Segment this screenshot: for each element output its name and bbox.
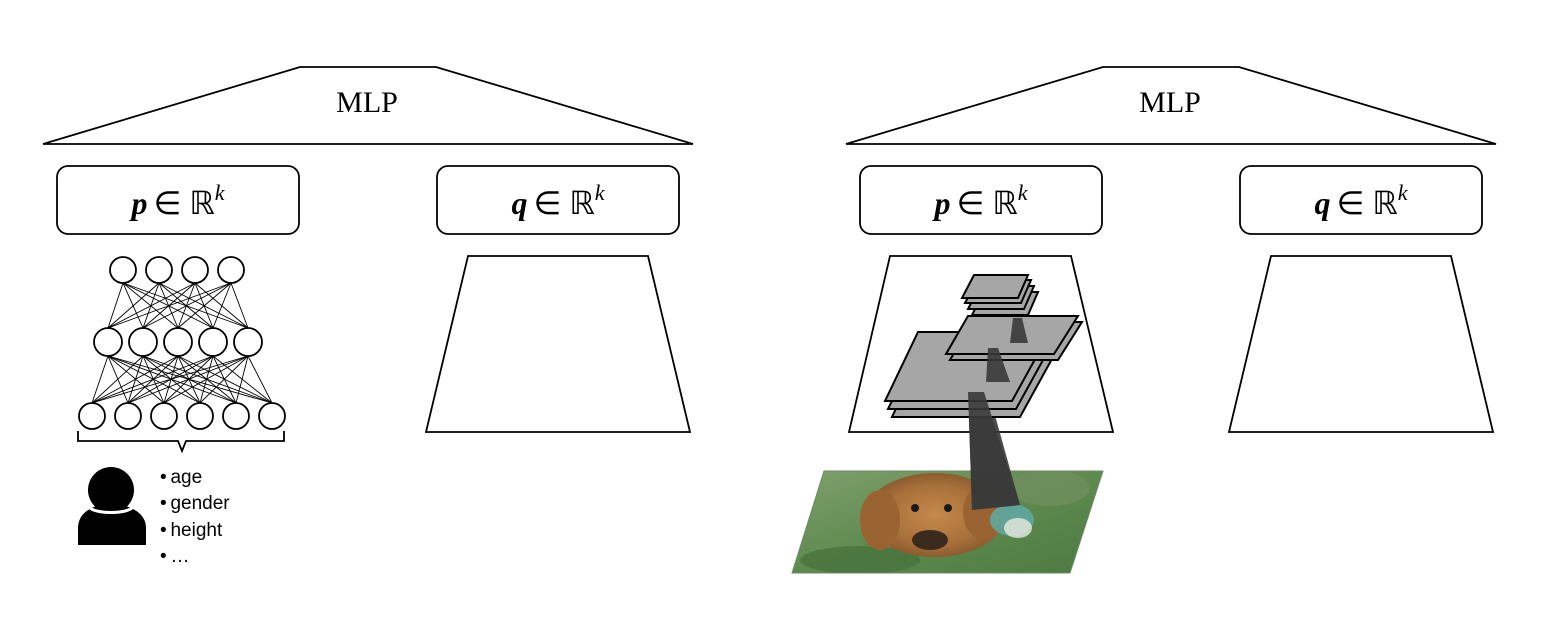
- p-encoder-trapezoid: [847, 255, 1115, 433]
- p-vector-box: p∈ ℝk: [859, 165, 1103, 235]
- network-edge: [235, 355, 249, 404]
- network-node: [150, 402, 178, 430]
- mlp-block: MLP: [42, 66, 694, 145]
- neural-network-icon: [78, 256, 286, 430]
- mlp-label: MLP: [336, 86, 398, 119]
- p-vector-label: p∈ ℝk: [129, 180, 226, 221]
- mlp-trapezoid: [845, 66, 1497, 145]
- network-edge: [107, 282, 160, 329]
- network-edge: [122, 282, 179, 329]
- left-panel: MLP p∈ ℝk q∈ ℝk • age • gender • height …: [42, 66, 694, 567]
- cnn-layers-icon: [883, 274, 1084, 510]
- cnn-connector: [986, 348, 1010, 382]
- network-edge: [142, 282, 232, 329]
- network-edge: [107, 282, 196, 329]
- network-node: [78, 402, 106, 430]
- attribute-list: • age • gender • height • …: [160, 467, 230, 567]
- brace-icon: [77, 431, 285, 454]
- network-edge: [91, 355, 109, 404]
- network-node: [114, 402, 142, 430]
- person-icon: [78, 467, 146, 545]
- mlp-trapezoid: [42, 66, 694, 145]
- cnn-connector: [968, 392, 1020, 510]
- network-node: [93, 327, 123, 357]
- attribute-item: • age: [160, 467, 202, 488]
- network-edge: [230, 282, 249, 329]
- q-encoder-trapezoid: [1227, 255, 1495, 433]
- network-edge: [127, 355, 249, 404]
- network-edge: [91, 355, 249, 404]
- network-edge: [194, 282, 249, 329]
- network-edge: [107, 282, 124, 329]
- network-edge: [212, 282, 232, 329]
- q-vector-box: q∈ ℝk: [436, 165, 680, 235]
- network-edge: [177, 355, 237, 404]
- network-edge: [122, 282, 214, 329]
- q-vector-label: q∈ ℝk: [1315, 180, 1409, 221]
- dog-photo-icon: [792, 471, 1103, 573]
- p-box-frame: [859, 165, 1103, 235]
- network-edge: [91, 355, 179, 404]
- cnn-layer: [960, 274, 1030, 299]
- network-edge: [247, 355, 273, 404]
- q-vector-label: q∈ ℝk: [512, 180, 606, 221]
- network-edge: [107, 282, 232, 329]
- network-edge: [91, 355, 214, 404]
- network-edge: [107, 355, 201, 404]
- mlp-label: MLP: [1139, 86, 1201, 119]
- right-panel: MLP p∈ ℝk q∈ ℝk: [791, 66, 1497, 574]
- network-edge: [91, 355, 144, 404]
- mlp-block: MLP: [845, 66, 1497, 145]
- network-node: [186, 402, 214, 430]
- network-node: [198, 327, 228, 357]
- q-encoder-trapezoid: [424, 255, 692, 433]
- network-node: [222, 402, 250, 430]
- network-edge: [107, 355, 165, 404]
- q-box-frame: [1239, 165, 1483, 235]
- attribute-item: • gender: [160, 493, 230, 514]
- network-node: [109, 256, 137, 284]
- network-node: [163, 327, 193, 357]
- network-node: [145, 256, 173, 284]
- network-edge: [199, 355, 249, 404]
- network-node: [217, 256, 245, 284]
- network-edge: [142, 355, 237, 404]
- network-edge: [163, 355, 249, 404]
- q-vector-box: q∈ ℝk: [1239, 165, 1483, 235]
- network-node: [233, 327, 263, 357]
- cnn-connector: [1010, 318, 1028, 343]
- network-edge: [158, 282, 249, 329]
- p-vector-box: p∈ ℝk: [56, 165, 300, 235]
- network-node: [258, 402, 286, 430]
- network-node: [128, 327, 158, 357]
- network-node: [181, 256, 209, 284]
- p-vector-label: p∈ ℝk: [932, 180, 1029, 221]
- q-box-frame: [436, 165, 680, 235]
- p-box-frame: [56, 165, 300, 235]
- network-edge: [158, 282, 214, 329]
- network-edge: [177, 282, 232, 329]
- attribute-item: • height: [160, 520, 223, 541]
- attribute-item: • …: [160, 546, 189, 567]
